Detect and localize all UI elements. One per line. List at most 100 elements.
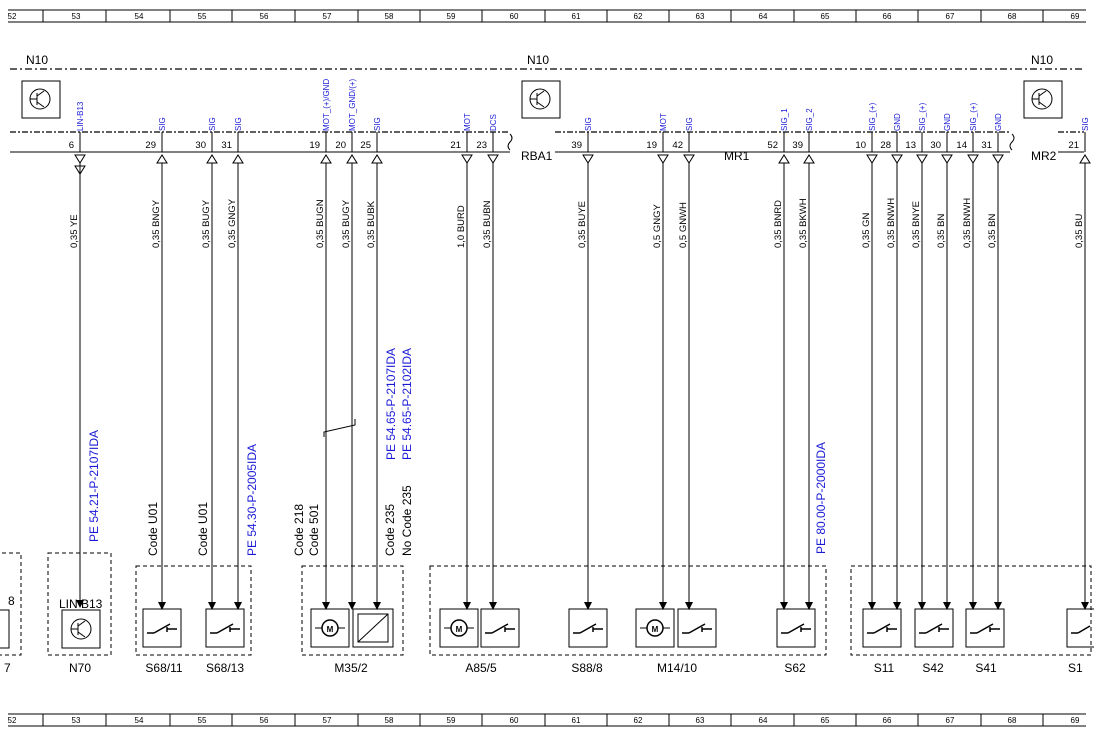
wire-label: 0,5 GNWH [678, 202, 689, 248]
pe-reference-s62: PE 80.00-P-2000IDA [814, 442, 828, 554]
wire-arrow [943, 602, 951, 610]
pin-number: 10 [855, 140, 866, 151]
motor-icon: M [310, 608, 350, 648]
code-label-u01-2: Code U01 [196, 502, 210, 556]
connector-triangle [683, 154, 695, 164]
connector-triangle [992, 154, 1004, 164]
switch-icon [568, 608, 608, 648]
wire-label: 0,35 BUGN [315, 199, 326, 248]
connector-label-mr2: MR2 [1031, 149, 1057, 163]
grid-number: 66 [883, 716, 892, 725]
connector-triangle [232, 154, 244, 164]
pin-number: 6 [69, 140, 74, 151]
pin-signal-label: SIG [584, 117, 593, 131]
wire-arrow [489, 602, 497, 610]
grid-number: 56 [260, 716, 269, 725]
component-box-s68 [135, 565, 252, 656]
pin-signal-label: SIG_(+) [969, 102, 978, 131]
grid-number: 65 [821, 716, 830, 725]
grid-number: 60 [510, 12, 519, 21]
connector-triangle [916, 154, 928, 164]
grid-number: 54 [135, 12, 144, 21]
component-box-left-partial [0, 552, 22, 656]
pin-signal-label: GND [994, 113, 1003, 131]
switch-icon [205, 608, 245, 648]
wire-arrow [463, 602, 471, 610]
grid-number: 55 [198, 716, 207, 725]
pin-number: 20 [335, 140, 346, 151]
pe-reference-lin: PE 54.21-P-2107IDA [87, 430, 101, 542]
component-label-s1x: S1 [1068, 661, 1083, 675]
connector-label-rba1: RBA1 [521, 149, 553, 163]
wire-label: 0,5 GNGY [652, 204, 663, 248]
component-box-group-right [850, 565, 1092, 656]
wire-arrow [348, 602, 356, 610]
grid-number: 54 [135, 716, 144, 725]
wire-arrow [994, 602, 1002, 610]
grid-number: 62 [634, 716, 643, 725]
connector-triangle [371, 154, 383, 164]
component-box-m35 [301, 565, 404, 656]
wire-arrow [234, 602, 242, 610]
pin-number: 25 [360, 140, 371, 151]
component-icon-partial [0, 609, 10, 649]
code-label-501: Code 501 [307, 504, 321, 556]
grid-number: 57 [323, 716, 332, 725]
pin-signal-label: MOT [463, 113, 472, 131]
wire-label: 0,35 YE [69, 214, 80, 248]
pin-number: 19 [309, 140, 320, 151]
grid-number: 67 [946, 716, 955, 725]
grid-number: 69 [1071, 716, 1080, 725]
wire-label: 0,35 BNYE [911, 201, 922, 248]
code-label-no-235: No Code 235 [400, 485, 414, 556]
left-number-8: 8 [8, 594, 15, 608]
wire-label: 0,35 BN [987, 214, 998, 248]
connector-triangle [778, 154, 790, 164]
connector-triangle [461, 154, 473, 164]
grid-number: 65 [821, 12, 830, 21]
connector-triangle [657, 154, 669, 164]
pin-signal-label: SIG_(+) [918, 102, 927, 131]
connector-triangle [941, 154, 953, 164]
wire-arrow [805, 602, 813, 610]
pe-reference-s68: PE 54.30-P-2005IDA [245, 444, 259, 556]
switch-icon [677, 608, 717, 648]
wire-arrow [893, 602, 901, 610]
svg-text:M: M [652, 625, 659, 634]
pin-number: 42 [672, 140, 683, 151]
wire-label: 0,35 BNWH [886, 198, 897, 248]
switch-icon [1066, 608, 1094, 648]
component-label-s68-11: S68/11 [145, 661, 182, 675]
pe-reference-m35-a: PE 54.65-P-2107IDA [384, 348, 398, 460]
code-label-218: Code 218 [292, 504, 306, 556]
component-label-a85-5: A85/5 [465, 661, 497, 675]
switch-icon [480, 608, 520, 648]
svg-text:M: M [456, 625, 463, 634]
pin-signal-label: SIG_2 [805, 108, 814, 131]
wire-arrow [158, 602, 166, 610]
wire-arrow [584, 602, 592, 610]
connector-break [507, 133, 513, 151]
connector-triangle [866, 154, 878, 164]
left-number-7: 7 [4, 661, 11, 675]
pin-signal-label: SIG [158, 117, 167, 131]
pin-signal-label: SIG [1081, 117, 1090, 131]
ecu-label-2: N10 [527, 53, 549, 67]
grid-number: 63 [696, 716, 705, 725]
pin-number: 30 [930, 140, 941, 151]
connector-triangle [582, 154, 594, 164]
switch-icon [965, 608, 1005, 648]
connector-triangle [487, 154, 499, 164]
pin-signal-label: SIG [373, 117, 382, 131]
motor-icon: M [439, 608, 479, 648]
grid-number: 68 [1008, 12, 1017, 21]
pin-signal-label: SIG_(+) [868, 102, 877, 131]
pin-number: 52 [767, 140, 778, 151]
wire-label: 0,35 BNWH [962, 198, 973, 248]
switch-icon [862, 608, 902, 648]
ecu-label-3: N10 [1031, 53, 1053, 67]
pin-number: 21 [1068, 140, 1079, 151]
wire-label: 0,35 BUBK [366, 200, 377, 248]
component-label-s41: S41 [975, 661, 997, 675]
